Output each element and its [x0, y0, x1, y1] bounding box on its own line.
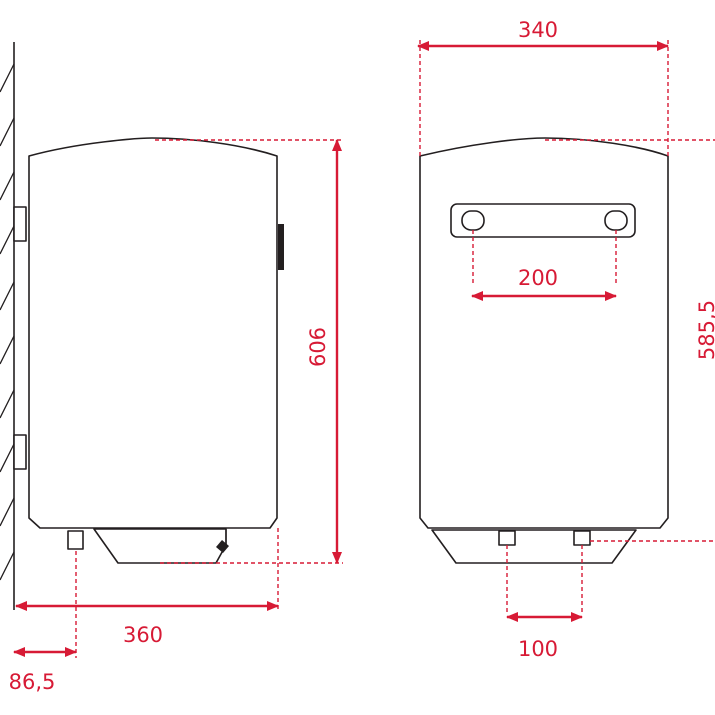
dimension-lines: [13, 40, 715, 658]
mounting-hole-left: [461, 210, 485, 231]
front-view-outlet-pipe: [573, 530, 591, 546]
side-view-outlet-pipe: [67, 530, 84, 550]
label-pipe-spacing: 100: [518, 637, 558, 661]
front-view-tank-body: [419, 137, 669, 529]
wall-bracket-bottom: [13, 434, 27, 470]
label-side-depth: 360: [123, 623, 163, 647]
front-view-bottom-cover: [431, 529, 637, 564]
label-bracket-spacing: 200: [518, 266, 558, 290]
front-view: [419, 137, 669, 564]
wall: [0, 42, 15, 610]
mounting-bracket-plate: [450, 203, 636, 238]
dimension-labels: 340 200 360 86,5 100 606 585,5: [9, 18, 715, 694]
side-view-bottom-cover: [93, 528, 227, 564]
label-pipe-offset: 86,5: [9, 670, 56, 694]
label-height: 606: [306, 327, 330, 367]
label-bracket-height: 585,5: [695, 300, 715, 360]
front-view-inlet-pipe: [498, 530, 516, 546]
wall-hatching: [0, 63, 15, 581]
mounting-hole-right: [604, 210, 628, 231]
side-view-thermostat-knob: [278, 224, 284, 270]
label-front-width: 340: [518, 18, 558, 42]
wall-bracket-top: [13, 206, 27, 242]
side-view: [13, 137, 284, 564]
side-view-tank-body: [28, 137, 278, 529]
